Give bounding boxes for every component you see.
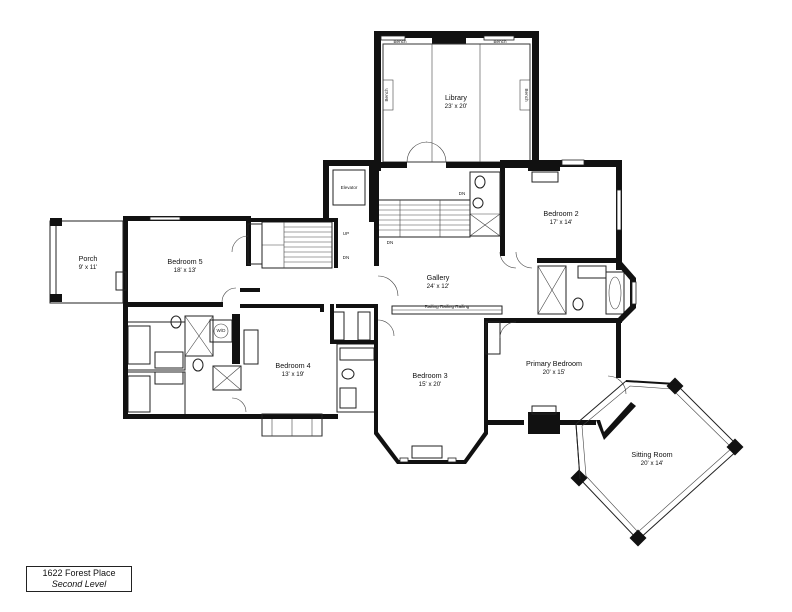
bedroom3-dims: 15' x 20' (419, 381, 442, 388)
bench-label-side-right: Bench (524, 88, 529, 101)
porch-dims: 9' x 11' (79, 264, 98, 271)
stairs-dn-label: DN (343, 255, 350, 260)
primary-bath (537, 262, 637, 322)
caption-address: 1622 Forest Place (42, 568, 116, 578)
elevator-label: Elevator (341, 185, 358, 190)
bedroom4-dims: 13' x 19' (282, 371, 305, 378)
porch-room (49, 218, 127, 304)
gallery-dims: 24' x 12' (427, 283, 450, 290)
bedroom2-dims: 17' x 14' (550, 219, 573, 226)
library-name: Library (445, 93, 467, 102)
bedroom5-dims: 18' x 13' (174, 267, 197, 274)
main-stairs (248, 199, 471, 269)
dn-gallery-label: DN (459, 191, 466, 196)
gallery-name: Gallery (427, 273, 450, 282)
bedroom2-name: Bedroom 2 (543, 209, 578, 218)
library-room (374, 31, 539, 171)
sitting-room (570, 377, 744, 547)
wd-label: W/D (217, 328, 227, 333)
bedroom2-room (500, 159, 622, 270)
library-dims: 23' x 20' (445, 103, 468, 110)
bedroom5-name: Bedroom 5 (167, 257, 202, 266)
bedroom3-name: Bedroom 3 (412, 371, 447, 380)
hall-bath (469, 171, 501, 237)
porch-name: Porch (79, 254, 98, 263)
stairs-up-label: UP (343, 231, 349, 236)
center-bath (330, 304, 378, 416)
bench-label-right: Bench (493, 39, 506, 44)
plan-caption: 1622 Forest Place Second Level (26, 566, 132, 592)
railing-label: Railing Railing Railing (425, 304, 470, 309)
bedroom4-room (231, 304, 338, 437)
sitting-room-dims: 20' x 14' (641, 460, 664, 467)
bedroom5-room (123, 216, 263, 307)
bedroom3-room (374, 318, 488, 464)
primary-bedroom-dims: 20' x 15' (543, 369, 566, 376)
structure (240, 166, 505, 344)
bedroom4-name: Bedroom 4 (275, 361, 310, 370)
left-baths (123, 306, 263, 419)
sitting-room-name: Sitting Room (631, 450, 672, 459)
elevator (323, 160, 375, 222)
primary-bedroom-room (484, 318, 636, 440)
dn-bed2-label: DN (387, 240, 394, 245)
caption-level: Second Level (51, 579, 107, 589)
bench-label-side-left: Bench (384, 88, 389, 101)
bench-label-left: Bench (393, 39, 406, 44)
primary-bedroom-name: Primary Bedroom (526, 359, 582, 368)
